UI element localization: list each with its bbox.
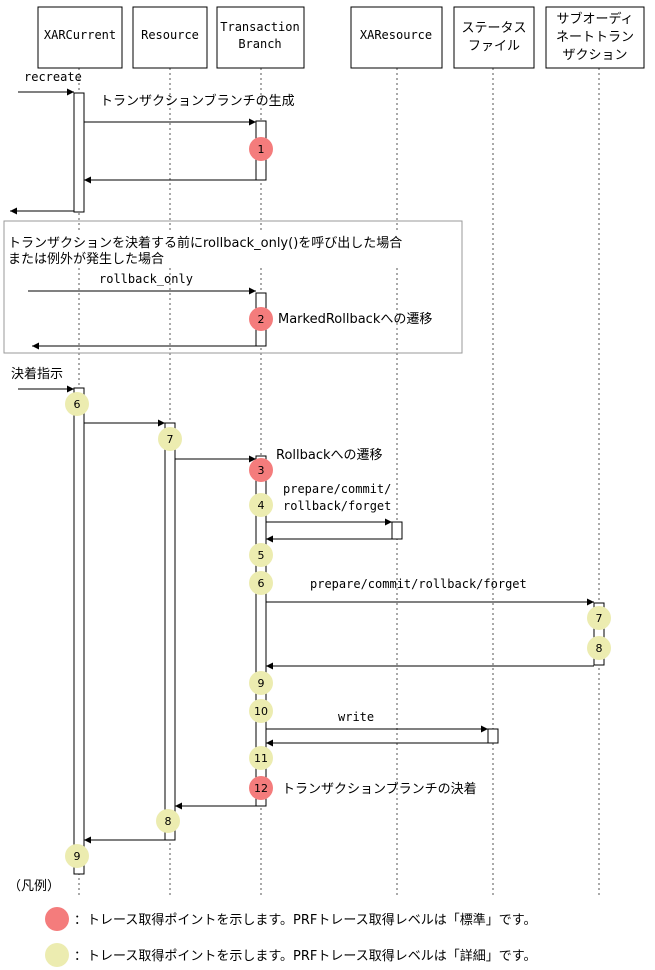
participant-label-line3: ザクション: [562, 48, 627, 63]
participant-label-line1: ステータス: [461, 21, 526, 36]
participant-label-line1: Transaction: [220, 20, 299, 34]
message-label-branch-settle: トランザクションブランチの決着: [282, 781, 477, 797]
activation-branch-3: [255, 455, 267, 807]
trace-point: 9: [65, 844, 89, 868]
trace-point: 6: [249, 571, 273, 595]
trace-point-number: 5: [258, 549, 265, 562]
trace-point-number: 1: [258, 143, 265, 156]
legend-standard-marker: [45, 907, 69, 931]
condition-text-line2: または例外が発生した場合: [8, 252, 164, 267]
participant-label: Resource: [141, 28, 199, 42]
message-label-recreate: recreate: [24, 70, 82, 84]
message-label-rollback-only: rollback_only: [99, 272, 193, 286]
trace-point-number: 8: [596, 642, 603, 655]
message-label-rollback-transition: Rollbackへの遷移: [276, 448, 383, 463]
trace-point: 3: [249, 458, 273, 482]
trace-point-circle: [249, 493, 273, 517]
trace-point-circle: [249, 571, 273, 595]
trace-point-circle: [587, 636, 611, 660]
trace-point-number: 9: [74, 850, 81, 863]
trace-point-number: 12: [254, 782, 268, 795]
trace-point-number: 6: [258, 577, 265, 590]
participant-resource: Resource: [132, 6, 208, 69]
activation-status-file: [487, 728, 499, 744]
trace-point: 10: [249, 699, 273, 723]
trace-point-circle: [249, 307, 273, 331]
trace-point: 2: [249, 307, 273, 331]
trace-point: 1: [249, 137, 273, 161]
trace-point: 11: [249, 746, 273, 770]
trace-point-circle: [65, 844, 89, 868]
trace-point: 6: [65, 392, 89, 416]
legend: （凡例） ：トレース取得ポイントを示します。PRFトレース取得レベルは「標準」で…: [8, 879, 536, 967]
trace-point-number: 7: [596, 612, 603, 625]
trace-point-circle: [249, 458, 273, 482]
trace-point: 12: [249, 776, 273, 800]
trace-point-circle: [587, 606, 611, 630]
trace-point-circle: [249, 671, 273, 695]
trace-point-circle: [158, 427, 182, 451]
participant-label-line2: ネートトラン: [556, 30, 634, 45]
message-label-prepare-sub: prepare/commit/rollback/forget: [310, 577, 527, 591]
message-label-prepare-1: prepare/commit/: [283, 482, 391, 496]
trace-point: 7: [587, 606, 611, 630]
activation-xarcurrent-1: [73, 92, 85, 213]
trace-point-number: 4: [258, 499, 265, 512]
participant-label-line1: サブオーディ: [556, 11, 633, 27]
trace-point: 9: [249, 671, 273, 695]
trace-point-circle: [249, 746, 273, 770]
trace-point-number: 8: [165, 815, 172, 828]
message-label-create-branch: トランザクションブランチの生成: [100, 93, 295, 109]
condition-frame: [3, 220, 463, 354]
trace-point-number: 11: [254, 752, 268, 765]
trace-point-number: 3: [258, 464, 265, 477]
trace-point-number: 10: [254, 705, 268, 718]
participant-label-line2: Branch: [238, 37, 281, 51]
trace-point-circle: [249, 699, 273, 723]
legend-detail-text: ：トレース取得ポイントを示します。PRFトレース取得レベルは「詳細」です。: [74, 948, 536, 964]
participant-subordinate: サブオーディ ネートトラン ザクション: [545, 6, 645, 69]
trace-point: 8: [156, 809, 180, 833]
trace-point-circle: [249, 776, 273, 800]
trace-point-number: 6: [74, 398, 81, 411]
trace-point-circle: [249, 137, 273, 161]
legend-standard-text: ：トレース取得ポイントを示します。PRFトレース取得レベルは「標準」です。: [74, 912, 536, 928]
trace-point-number: 7: [167, 433, 174, 446]
message-label-write: write: [338, 710, 374, 724]
message-label-settle: 決着指示: [11, 366, 63, 382]
participant-label: XAResource: [360, 28, 432, 42]
trace-point-circle: [249, 543, 273, 567]
activation-xaresource: [391, 521, 403, 540]
participant-status-file: ステータス ファイル: [453, 6, 535, 69]
trace-points: 1 2 6 7 3 4 5 6: [65, 137, 611, 868]
participant-label-line2: ファイル: [468, 39, 520, 54]
participant-headers: XARCurrent Resource Transaction Branch X…: [37, 6, 645, 69]
participant-xaresource: XAResource: [350, 6, 443, 69]
activation-subordinate: [593, 602, 605, 666]
trace-point-number: 9: [258, 677, 265, 690]
messages: recreate トランザクションブランチの生成 rollback_only M…: [10, 70, 594, 844]
legend-detail-marker: [45, 943, 69, 967]
condition-text-line1: トランザクションを決着する前にrollback_only()を呼び出した場合: [8, 235, 402, 251]
message-label-marked-rollback: MarkedRollbackへの遷移: [278, 312, 432, 327]
trace-point-number: 2: [258, 313, 265, 326]
trace-point: 5: [249, 543, 273, 567]
message-label-prepare-2: rollback/forget: [283, 499, 391, 513]
trace-point-circle: [65, 392, 89, 416]
legend-title: （凡例）: [8, 879, 60, 894]
condition-text-backdrop: [6, 232, 460, 268]
activation-resource: [164, 422, 176, 841]
activation-xarcurrent-2: [73, 387, 85, 875]
participant-transaction-branch: Transaction Branch: [216, 6, 305, 69]
participant-label: XARCurrent: [44, 28, 116, 42]
trace-point: 8: [587, 636, 611, 660]
participant-xarcurrent: XARCurrent: [37, 6, 123, 69]
trace-point: 4: [249, 493, 273, 517]
trace-point: 7: [158, 427, 182, 451]
trace-point-circle: [156, 809, 180, 833]
